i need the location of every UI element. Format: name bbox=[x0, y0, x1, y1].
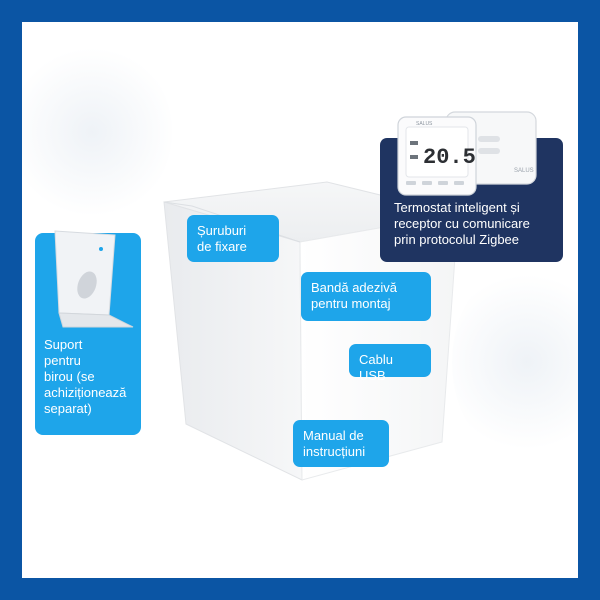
screws-callout: Șuruburi de fixare bbox=[187, 215, 279, 262]
manual-callout: Manual de instrucțiuni bbox=[293, 420, 389, 467]
thermostat-label: Termostat inteligent și receptor cu comu… bbox=[394, 200, 530, 247]
thermostat-brand: SALUS bbox=[416, 121, 433, 127]
tape-label: Bandă adezivă pentru montaj bbox=[311, 280, 398, 311]
background-glow-left bbox=[22, 42, 172, 222]
usb-label: Cablu USB bbox=[359, 352, 393, 383]
thermostat-temperature: 20.5 bbox=[423, 145, 476, 170]
desk-stand-card: Suport pentru birou (se achiziționează s… bbox=[35, 230, 141, 435]
tape-callout: Bandă adezivă pentru montaj bbox=[301, 272, 431, 321]
background-glow-right bbox=[452, 262, 578, 462]
screws-label: Șuruburi de fixare bbox=[197, 223, 247, 254]
usb-callout: Cablu USB bbox=[349, 344, 431, 383]
stand-label: Suport pentru birou (se achiziționează s… bbox=[44, 337, 127, 416]
manual-label: Manual de instrucțiuni bbox=[303, 428, 366, 459]
svg-text:SALUS: SALUS bbox=[514, 168, 534, 174]
thermostat-device-icon: SALUS 20.5 bbox=[397, 116, 477, 196]
product-canvas: Suport pentru birou (se achiziționează s… bbox=[22, 22, 578, 578]
desk-stand-icon bbox=[54, 230, 134, 328]
